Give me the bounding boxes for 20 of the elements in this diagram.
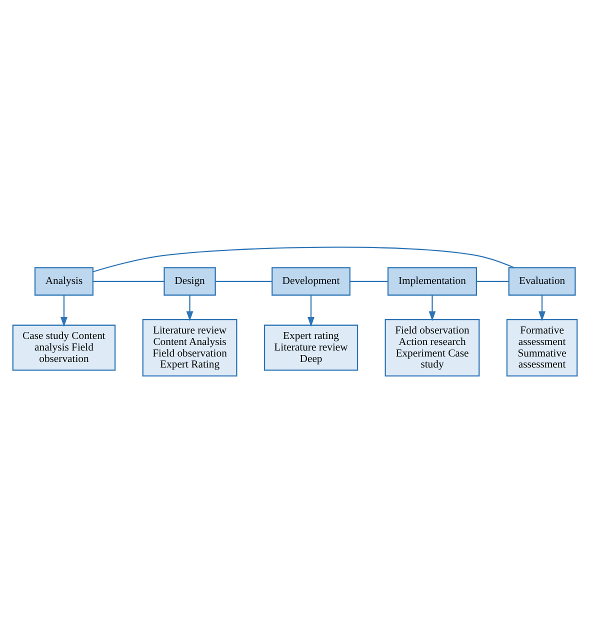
node-box: Expert rating Literature review Deep: [264, 324, 358, 370]
arrow: [308, 294, 314, 326]
connector: [215, 280, 272, 282]
connector: [92, 280, 164, 282]
node-box: Case study Content analysis Field observation: [12, 324, 116, 370]
arrow: [60, 294, 68, 326]
node-box: Development: [272, 266, 350, 296]
node-box: Analysis: [34, 266, 94, 296]
node-box: Design: [164, 266, 216, 296]
connector: [476, 280, 509, 282]
node-box: Field observation Action research Experiment Case study: [384, 318, 480, 376]
node-box: Formative assessment Summative assessment: [506, 318, 578, 376]
node-box: Literature review Content Analysis Field observation Expert Rating: [142, 318, 238, 376]
node-box: Evaluation: [508, 266, 576, 296]
node-box: Implementation: [387, 266, 478, 296]
arrow: [186, 294, 194, 321]
arrow: [538, 294, 546, 321]
arrow: [428, 294, 436, 321]
connector: [350, 280, 388, 282]
connector: [92, 246, 514, 272]
